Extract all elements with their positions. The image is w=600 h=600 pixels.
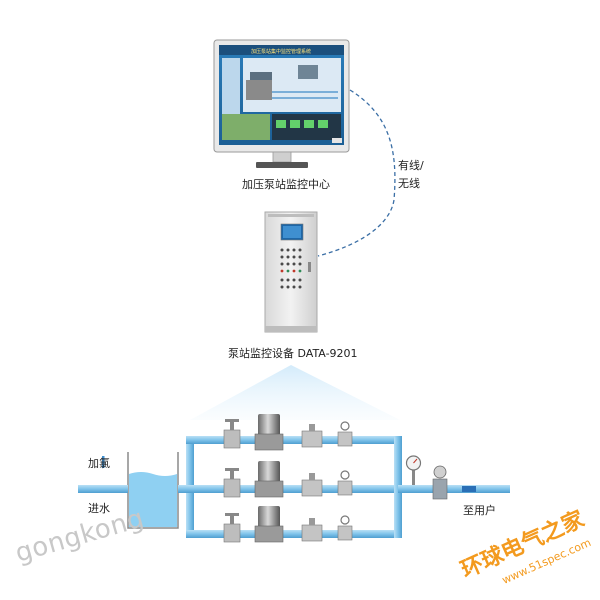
- signal-beam: [190, 365, 400, 420]
- cabinet-label: 泵站监控设备 DATA-9201: [228, 347, 358, 360]
- pipe-network: [78, 436, 510, 538]
- monitor-icon: 加压泵站集中监控管理系统: [213, 39, 350, 168]
- valve-icon: [337, 470, 353, 496]
- flowmeter-icon: [432, 465, 476, 500]
- valve-icon: [223, 468, 241, 498]
- valve-icon: [301, 518, 323, 542]
- link-type-label-line2: 无线: [398, 177, 420, 190]
- valve-icon: [337, 421, 353, 447]
- valve-icon: [337, 515, 353, 541]
- link-type-label-line1: 有线/: [398, 159, 424, 172]
- pump-icon: [254, 414, 284, 451]
- screen-title: 加压泵站集中监控管理系统: [251, 48, 311, 55]
- cabinet-icon: [264, 211, 318, 333]
- pump-row-1: [223, 414, 353, 451]
- valve-icon: [223, 419, 241, 449]
- valve-icon: [301, 473, 323, 497]
- pump-row-3: [223, 506, 353, 543]
- inlet-label: 进水: [88, 502, 110, 515]
- valve-icon: [223, 513, 241, 543]
- outlet-label: 至用户: [463, 504, 496, 517]
- pump-icon: [254, 461, 284, 498]
- monitor-center-label: 加压泵站监控中心: [242, 178, 330, 191]
- pump-row-2: [223, 461, 353, 498]
- outlet-sensor-icon: [462, 486, 476, 492]
- communication-link: [317, 89, 396, 257]
- chlorine-dosing-icon: [102, 456, 105, 468]
- valve-icon: [301, 424, 323, 448]
- chlorine-label: 加氯: [88, 457, 110, 470]
- pump-icon: [254, 506, 284, 543]
- pressure-gauge-icon: [405, 455, 422, 485]
